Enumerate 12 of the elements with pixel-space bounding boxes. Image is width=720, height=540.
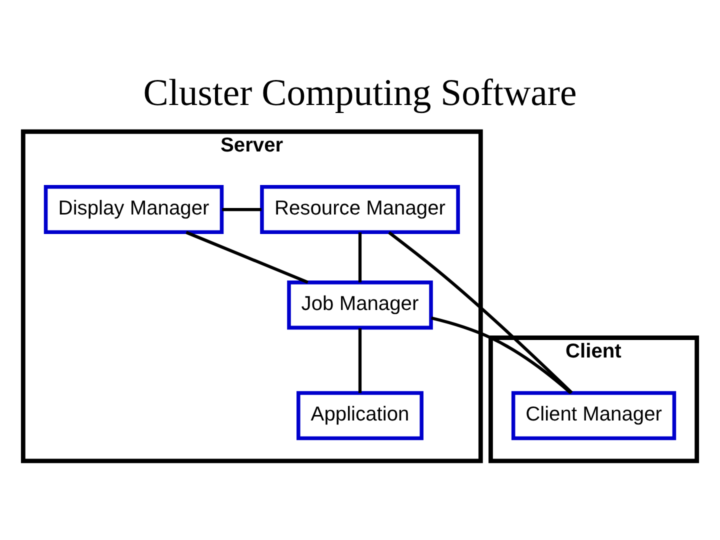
node-box: Display Manager — [44, 184, 224, 234]
connector — [186, 230, 308, 284]
connector — [430, 316, 572, 394]
connector — [358, 232, 362, 282]
node-box: Job Manager — [287, 280, 433, 330]
connector — [358, 328, 362, 392]
node-box: Application — [296, 390, 424, 440]
node-box: Client Manager — [511, 390, 676, 440]
connector — [388, 230, 573, 394]
connector — [222, 207, 262, 211]
diagram-title: Cluster Computing Software — [143, 72, 577, 114]
node-box: Resource Manager — [260, 184, 460, 234]
